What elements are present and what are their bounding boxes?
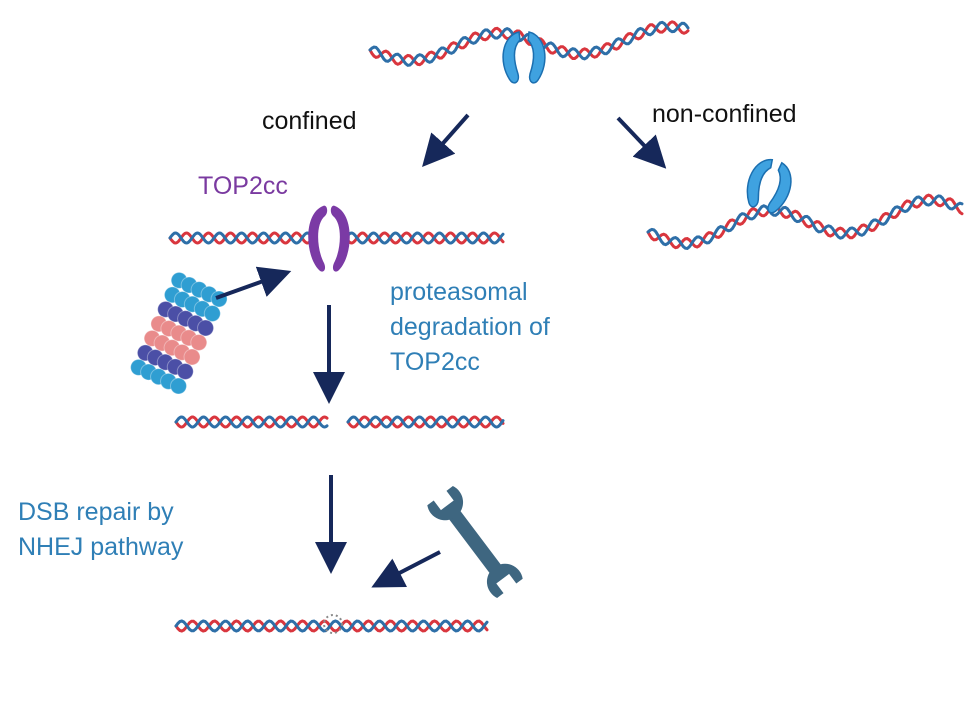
arrow-non-confined [616,116,667,169]
label-line: degradation of [390,313,550,341]
label-line: DSB repair by [18,498,174,526]
dna-strand-non-confined [646,193,964,250]
repair-junction-icon [323,614,343,634]
dna-strand-confined-right [344,231,505,245]
top2cc-complex-icon [308,205,350,272]
dna-strand-top [368,20,690,67]
dna-strand-break-left [174,415,329,429]
arrow-wrench [371,550,441,588]
label-top2cc: TOP2cc [198,172,288,200]
label-line: TOP2cc [390,348,480,376]
label-line: proteasomal [390,278,528,306]
dna-strand-repaired [174,619,489,633]
top2-free-icon [746,158,792,214]
arrow-confined [422,113,470,167]
label-line: NHEJ pathway [18,533,184,561]
label-dsb-repair: DSB repair by NHEJ pathway [18,495,183,565]
proteasome-icon [130,271,228,395]
top2-enzyme-icon [502,31,546,84]
label-proteasomal-degradation: proteasomal degradation of TOP2cc [390,275,550,380]
dna-strand-break-right [346,415,505,429]
arrow-proteasome-to-top2cc [215,266,292,300]
dna-strand-confined-left [168,231,314,245]
label-non-confined: non-confined [652,100,797,128]
wrench-icon [427,486,523,598]
label-confined: confined [262,107,357,135]
